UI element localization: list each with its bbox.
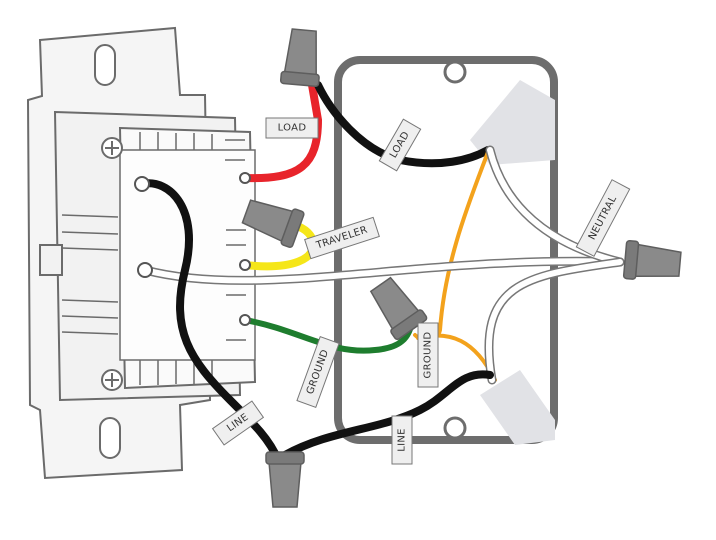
cable-sheath-bottom	[480, 370, 555, 445]
green-ground-wire	[242, 317, 415, 354]
label-load-switch: LOAD	[265, 117, 319, 139]
label-neutral: NEUTRAL	[575, 179, 631, 257]
box-screw-hole-bottom	[443, 416, 467, 440]
label-ground-box-text: GROUND	[423, 332, 434, 379]
terminal-icon	[239, 314, 251, 326]
cable-sheath-top	[470, 80, 555, 165]
wire-nut-icon	[369, 276, 428, 341]
box-screw-hole-top	[443, 60, 467, 84]
label-ground-box: GROUND	[417, 322, 439, 388]
screw-icon	[101, 137, 123, 159]
plate-slot-bottom	[99, 417, 121, 459]
label-load-switch-text: LOAD	[278, 123, 307, 134]
terminal-icon	[239, 172, 251, 184]
label-ground-switch: GROUND	[296, 335, 340, 409]
wire-nut-icon	[279, 28, 320, 88]
terminal-icon	[137, 262, 153, 278]
plate-slot-top	[94, 44, 116, 86]
label-load-box: LOAD	[378, 118, 422, 172]
wire-nut-icon	[265, 451, 305, 508]
terminal-icon	[239, 259, 251, 271]
label-line-switch: LINE	[211, 400, 265, 446]
wire-nut-icon	[622, 239, 682, 280]
switch-body	[39, 110, 257, 402]
wire-nut-icon	[241, 199, 305, 249]
terminal-icon	[134, 176, 150, 192]
screw-icon	[101, 369, 123, 391]
label-line-box: LINE	[391, 415, 413, 465]
label-line-box-text: LINE	[397, 428, 408, 452]
black-line-wire-box	[281, 370, 494, 459]
